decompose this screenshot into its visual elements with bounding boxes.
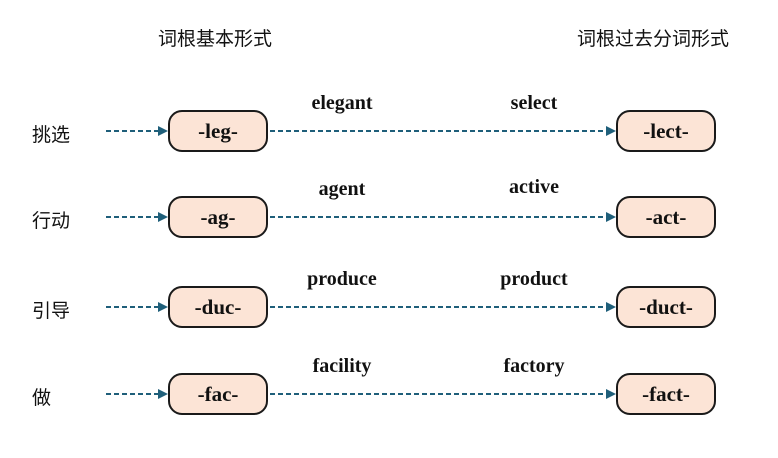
past-example-word: active [509, 176, 559, 198]
base-example-word: agent [318, 178, 366, 200]
base-root-pill: -leg- [168, 110, 268, 152]
past-example-word: product [500, 268, 568, 290]
meaning-label: 挑选 [32, 124, 71, 146]
header-base-form: 词根基本形式 [158, 28, 273, 50]
meaning-label: 引导 [32, 300, 71, 322]
past-example-word: select [510, 92, 558, 114]
past-root-pill: -duct- [616, 286, 716, 328]
base-root-pill: -ag- [168, 196, 268, 238]
past-example-word: factory [503, 355, 565, 377]
past-root-pill: -act- [616, 196, 716, 238]
base-example-word: facility [312, 355, 372, 377]
past-root-pill: -lect- [616, 110, 716, 152]
meaning-label: 做 [32, 387, 52, 409]
meaning-label: 行动 [32, 210, 71, 232]
base-root-pill: -duc- [168, 286, 268, 328]
base-example-word: elegant [311, 92, 373, 114]
base-example-word: produce [307, 268, 377, 290]
row-lead: 引导 produce product -duc- -duct- [0, 262, 778, 352]
row-act: 行动 agent active -ag- -act- [0, 172, 778, 262]
row-choose: 挑选 elegant select -leg- -lect- [0, 86, 778, 176]
row-do: 做 facility factory -fac- -fact- [0, 349, 778, 439]
header-past-participle-form: 词根过去分词形式 [577, 28, 730, 50]
base-root-pill: -fac- [168, 373, 268, 415]
past-root-pill: -fact- [616, 373, 716, 415]
